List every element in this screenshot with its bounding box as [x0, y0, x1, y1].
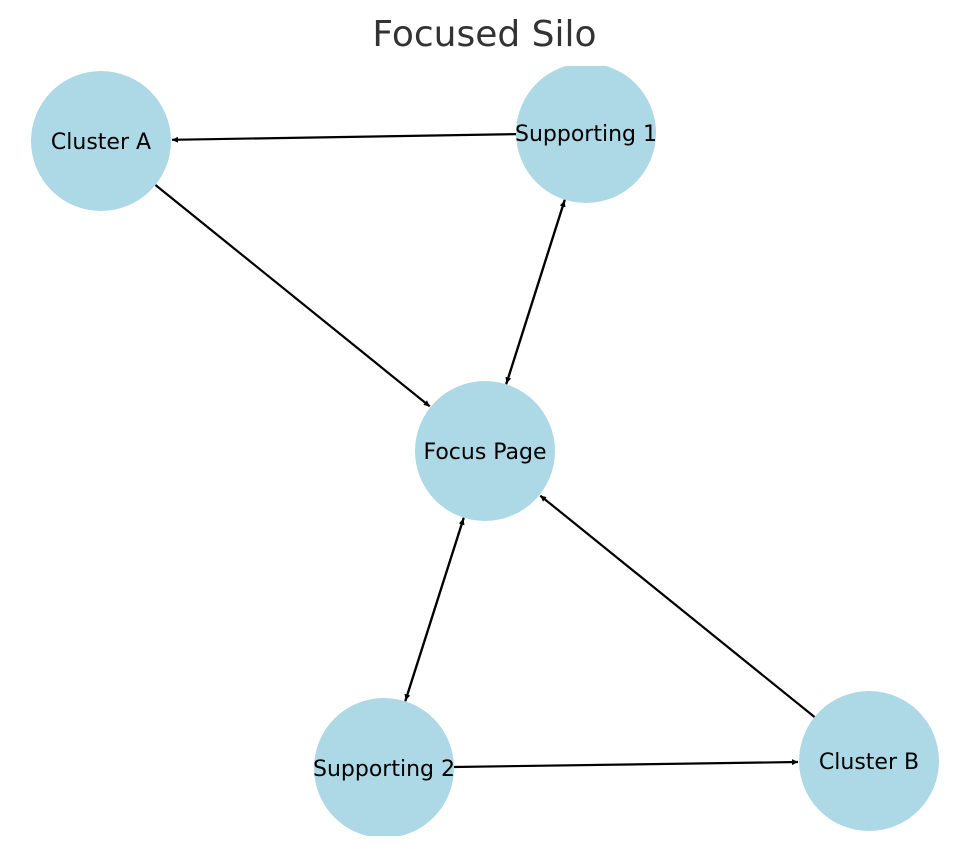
node-focus: Focus Page [415, 381, 555, 521]
edge-supporting_1-to-cluster_a [171, 133, 517, 143]
node-label: Focus Page [423, 440, 546, 465]
diagram-title: Focused Silo [372, 14, 597, 55]
node-circle [314, 698, 454, 836]
edges-layer [154, 133, 816, 769]
nodes-layer: Cluster A Supporting 1 Focus PageSupportin… [31, 66, 939, 836]
node-cluster_b: Cluster B [799, 691, 939, 831]
node-label: Cluster A [51, 130, 151, 155]
node-circle [799, 691, 939, 831]
edge-cluster_b-to-focus [539, 494, 816, 718]
node-circle [415, 381, 555, 521]
node-cluster_a: Cluster A [31, 71, 171, 211]
node-circle [516, 66, 656, 203]
node-supporting_1: Supporting 1 [515, 66, 657, 203]
node-label: Supporting 1 [515, 122, 657, 147]
edge-supporting_2-to-cluster_b [453, 759, 799, 769]
edge-supporting_2-to-focus [404, 518, 465, 702]
edge-cluster_a-to-focus [154, 184, 431, 408]
edge-focus-to-supporting_1 [505, 200, 566, 385]
node-circle [31, 71, 171, 211]
node-label: Cluster B [819, 750, 919, 775]
node-label: Supporting 2 [313, 757, 455, 782]
node-supporting_2: Supporting 2 [313, 698, 455, 836]
